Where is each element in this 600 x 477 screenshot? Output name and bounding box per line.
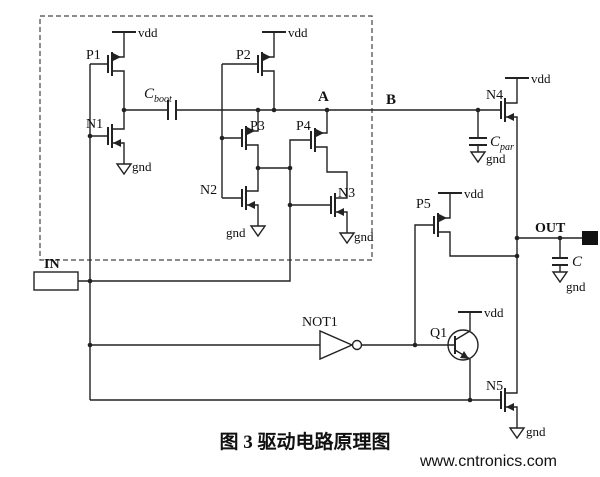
- cboot-label-main: C: [144, 86, 155, 102]
- out-terminal-square: [582, 231, 598, 245]
- cpar-label-sub: par: [499, 142, 514, 153]
- capacitor-cpar: [469, 137, 487, 146]
- n4-label: N4: [486, 88, 503, 103]
- gnd-label-n2: gnd: [226, 225, 246, 240]
- mosfet-p2: [247, 39, 275, 89]
- gnd-label-n5: gnd: [526, 424, 546, 439]
- p5-label: P5: [416, 197, 431, 212]
- mosfet-n2: [231, 173, 259, 223]
- vdd-label-p2: vdd: [288, 25, 308, 40]
- out-label: OUT: [535, 221, 566, 236]
- watermark: www.cntronics.com: [419, 453, 557, 470]
- gnd-label-n1: gnd: [132, 159, 152, 174]
- capacitor-cboot: [167, 100, 177, 120]
- gnd-label-cout: gnd: [566, 279, 586, 294]
- not1-label: NOT1: [302, 315, 338, 330]
- q1-bjt: [447, 318, 479, 400]
- vdd-label-q1: vdd: [484, 305, 504, 320]
- node-b-label: B: [386, 92, 396, 108]
- not1-gate: [319, 329, 363, 361]
- vdd-label-p1: vdd: [138, 25, 158, 40]
- gnd-label-cpar: gnd: [486, 151, 506, 166]
- cboot-label: Cboot: [144, 86, 172, 105]
- vdd-label-p5: vdd: [464, 186, 484, 201]
- node-a-label: A: [318, 89, 329, 105]
- p4-label: P4: [296, 119, 311, 134]
- n1-label: N1: [86, 117, 103, 132]
- vdd-label-n4: vdd: [531, 71, 551, 86]
- figure-caption: 图 3 驱动电路原理图: [219, 430, 390, 453]
- cout-label: C: [572, 254, 583, 270]
- p1-label: P1: [86, 48, 101, 63]
- capacitor-cout: [552, 257, 568, 266]
- gnd-label-n3: gnd: [354, 229, 374, 244]
- q1-label: Q1: [430, 326, 447, 341]
- in-label: IN: [44, 257, 60, 272]
- cpar-label-main: C: [490, 134, 501, 150]
- n2-label: N2: [200, 183, 217, 198]
- cpar-label: Cpar: [490, 134, 514, 153]
- cboot-label-sub: boot: [154, 94, 172, 105]
- gnd-symbols: [115, 151, 569, 440]
- in-terminal-box: [33, 271, 79, 291]
- n5-label: N5: [486, 379, 503, 394]
- p2-label: P2: [236, 48, 251, 63]
- vdd-rails: [112, 31, 529, 313]
- n3-label: N3: [338, 186, 355, 201]
- mosfet-p1: [97, 39, 125, 89]
- cout-label-main: C: [572, 254, 583, 270]
- p3-label: P3: [250, 119, 265, 134]
